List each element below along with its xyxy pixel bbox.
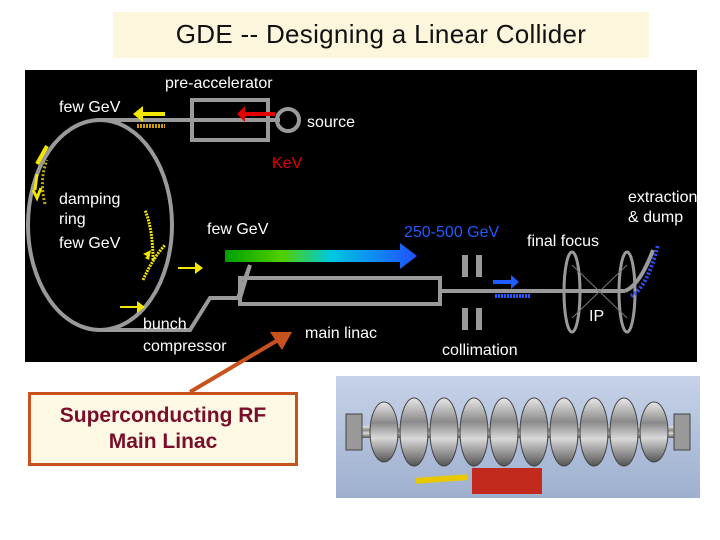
title-box: GDE -- Designing a Linear Collider	[113, 12, 649, 58]
red-arrow	[237, 106, 275, 122]
label-collimation: collimation	[442, 342, 518, 359]
callout-line2: Main Linac	[108, 430, 218, 453]
label-damping: damping	[59, 191, 120, 208]
ring-arrow	[35, 145, 49, 165]
blue-arrow	[493, 275, 519, 289]
bunch-compressor-line	[100, 264, 252, 332]
pre-accelerator-box	[190, 98, 270, 142]
collimator	[462, 255, 468, 277]
label-extraction: extraction	[628, 189, 697, 206]
callout-box: Superconducting RF Main Linac	[28, 392, 298, 466]
ring-arrow	[135, 250, 151, 268]
ip-crossing	[571, 264, 628, 319]
label-main-linac: main linac	[305, 325, 377, 342]
label-few-gev-ring: few GeV	[59, 235, 121, 252]
label-few-gev-top: few GeV	[59, 99, 121, 116]
ring-bunch-train	[40, 159, 49, 205]
label-ring: ring	[59, 211, 86, 228]
page-title: GDE -- Designing a Linear Collider	[175, 19, 587, 49]
source-circle	[275, 107, 301, 133]
label-kev: KeV	[272, 155, 303, 172]
label-bunch: bunch	[143, 316, 187, 333]
compressor-arrow	[120, 301, 145, 313]
linear-collider-diagram: pre-accelerator source KeV few GeV dampi…	[25, 70, 697, 362]
label-final-focus: final focus	[527, 233, 599, 250]
label-few-gev-linac: few GeV	[207, 221, 269, 238]
compressor-bunch-train	[141, 243, 167, 281]
collimator	[476, 308, 482, 330]
beam-arrows	[31, 106, 660, 313]
extraction-bunch-train	[629, 244, 660, 298]
label-compressor: compressor	[143, 338, 227, 355]
extraction-line	[624, 249, 655, 293]
label-energy-range: 250-500 GeV	[404, 224, 500, 241]
collimator	[476, 255, 482, 277]
label-source: source	[307, 114, 355, 131]
label-pre-accelerator: pre-accelerator	[165, 75, 273, 92]
ring-bunch-train	[143, 209, 155, 261]
collimator	[462, 308, 468, 330]
acceleration-arrow	[225, 243, 417, 269]
final-focus-lens	[562, 250, 582, 334]
label-dump: & dump	[628, 209, 683, 226]
label-ip: IP	[589, 308, 604, 325]
ring-arrow	[31, 173, 43, 202]
compressor-arrow	[178, 262, 203, 274]
yellow-arrow	[133, 106, 165, 122]
callout-line1: Superconducting RF	[59, 404, 267, 427]
sc-rf-cavity-photo	[336, 376, 700, 498]
